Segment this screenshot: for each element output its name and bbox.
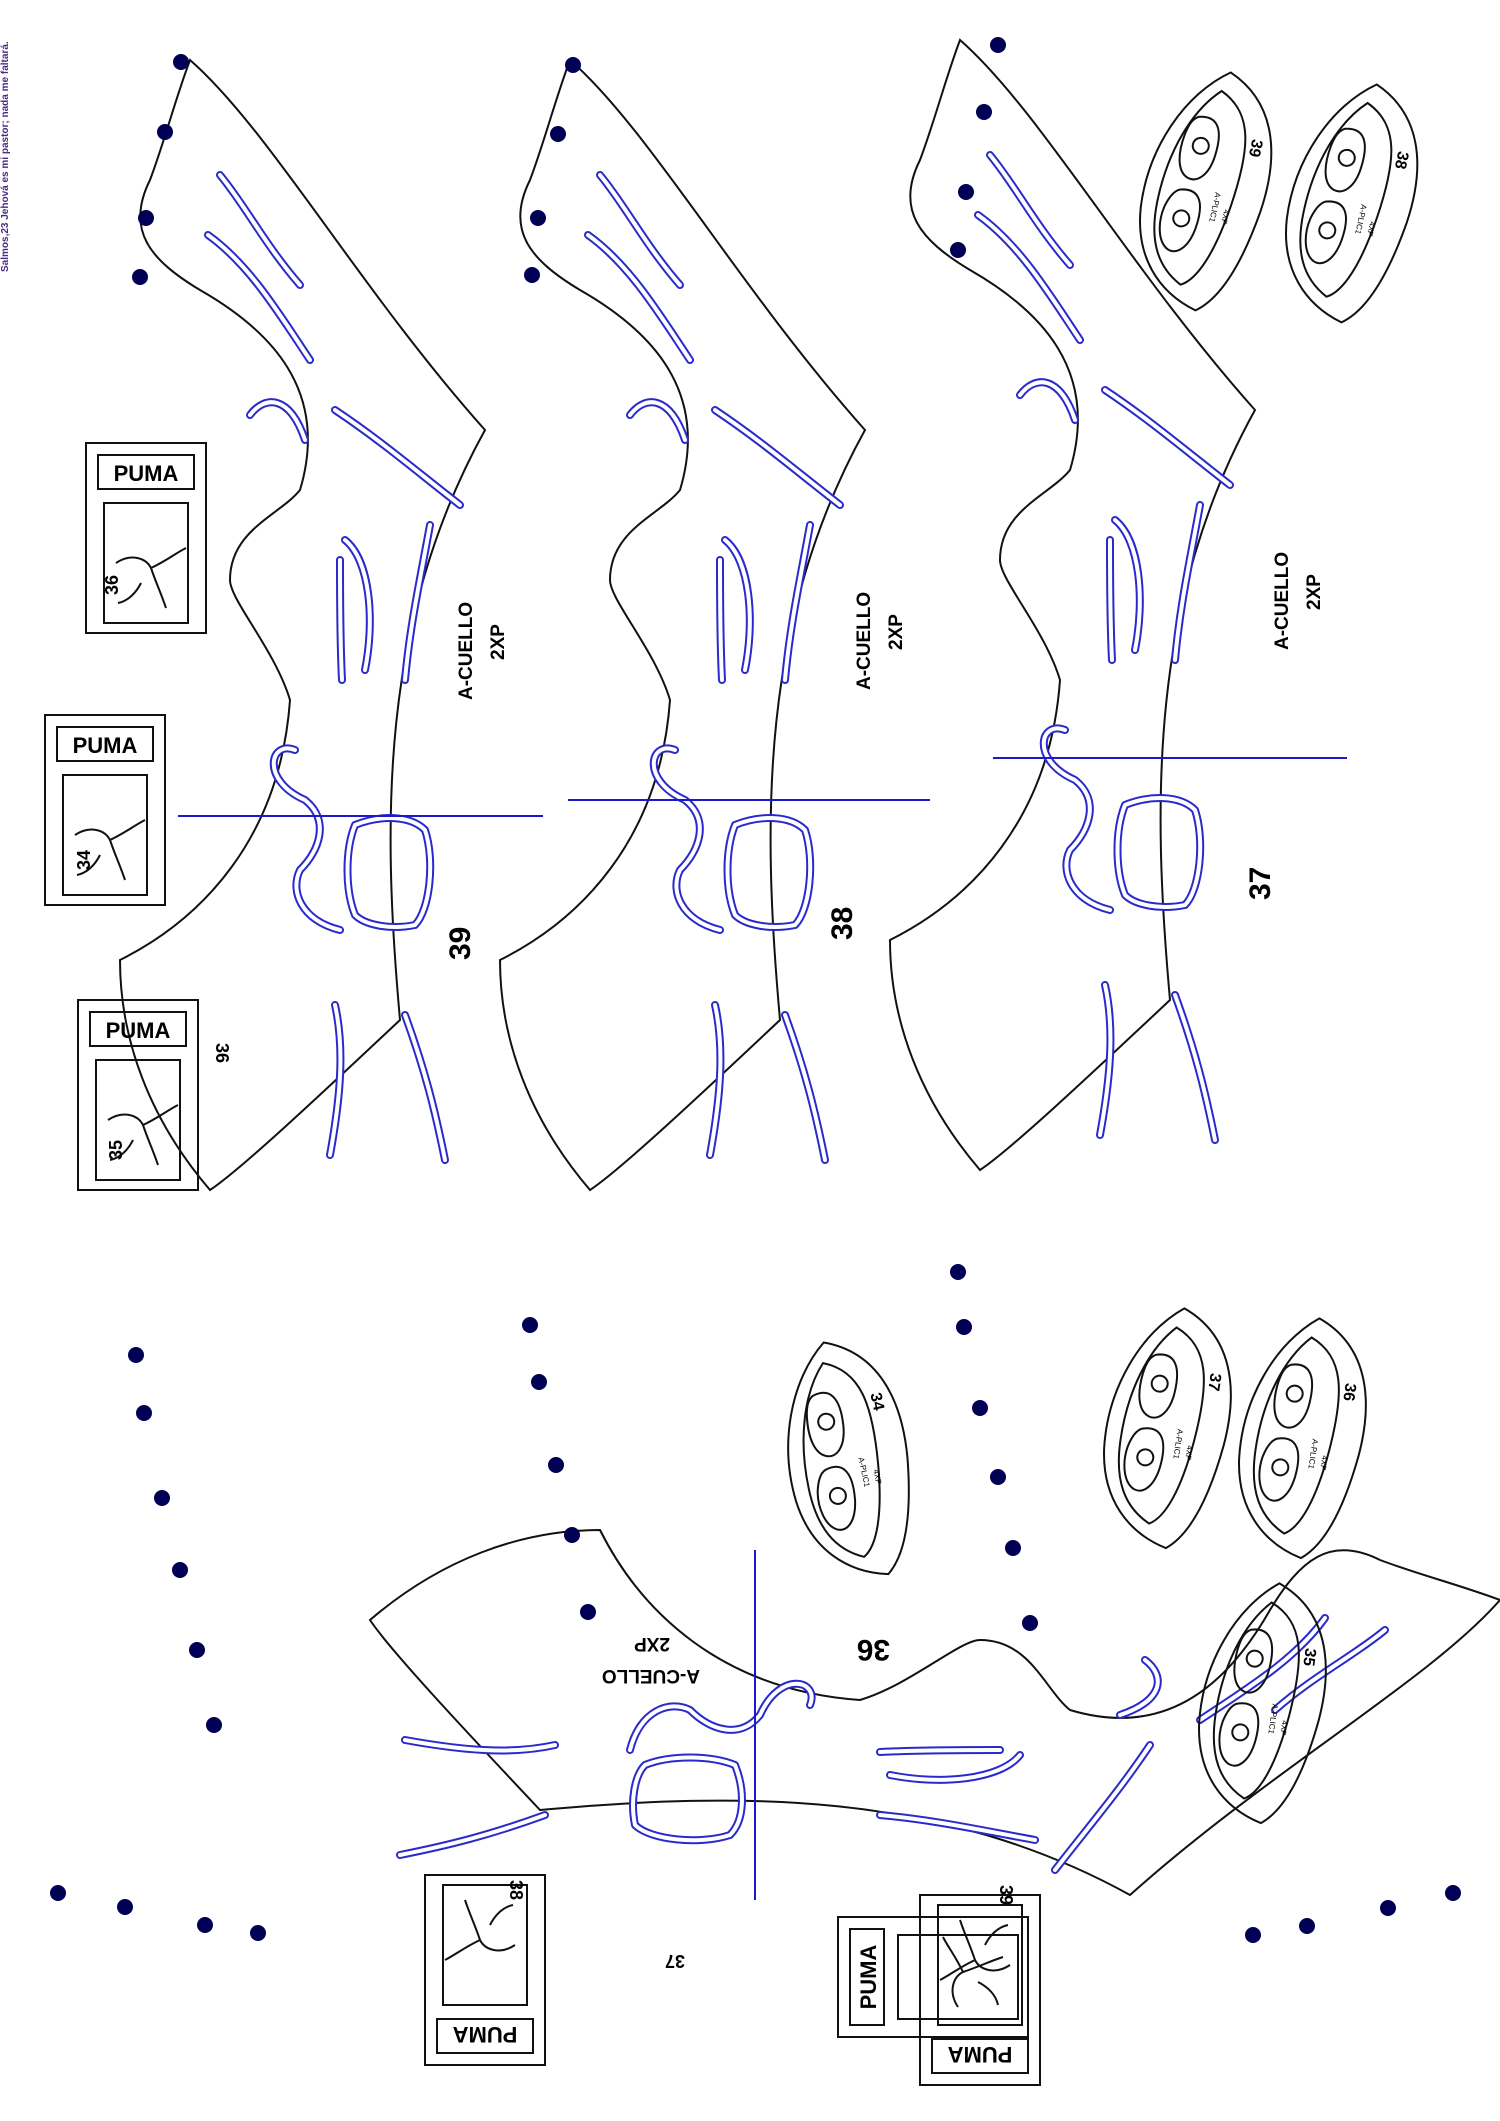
aplic-size: 39 xyxy=(1245,138,1265,159)
aplic-size: 34 xyxy=(866,1391,886,1412)
puma-label: PUMA xyxy=(424,1874,546,2066)
puma-brand: PUMA xyxy=(106,1018,171,1043)
aplic-piece: 38 A-PLIC1 4XP xyxy=(1266,70,1437,333)
aplic-size: 37 xyxy=(1204,1372,1223,1392)
aplic-qty: 4XP xyxy=(1278,1720,1289,1736)
label-size: 34 xyxy=(74,850,94,870)
puma-brand: PUMA xyxy=(73,733,138,758)
aplic-piece: 34 A-PLIC1 4XP xyxy=(763,1329,933,1591)
aplic-qty: 4XP xyxy=(871,1469,883,1486)
collar-size-number: 36 xyxy=(857,1633,890,1666)
puma-label: PUMA xyxy=(919,1894,1041,2086)
collar-part-label: A-CUELLO xyxy=(1272,552,1293,650)
aplic-qty: 4XP xyxy=(1365,221,1377,238)
collar-qty-label: 2XP xyxy=(634,1633,670,1654)
aplic-qty: 4XP xyxy=(1318,1455,1329,1471)
label-size: 37 xyxy=(665,1951,685,1971)
collar-size-number: 38 xyxy=(826,907,859,940)
collar-piece xyxy=(500,60,865,1190)
puma-brand: PUMA xyxy=(948,2042,1013,2067)
puma-brand: PUMA xyxy=(114,461,179,486)
aplic-qty: 4XP xyxy=(1219,209,1231,226)
aplic-piece: 36 A-PLIC1 4XP xyxy=(1224,1308,1380,1566)
aplic-size: 35 xyxy=(1299,1647,1318,1667)
collar-part-label: A-CUELLO xyxy=(456,602,477,700)
aplic-part: A-PLIC1 xyxy=(1306,1438,1319,1470)
collar-qty-label: 2XP xyxy=(886,614,907,650)
collar-qty-label: 2XP xyxy=(488,624,509,660)
aplic-piece: 37 A-PLIC1 4XP xyxy=(1089,1298,1245,1556)
puma-label: PUMA 36 xyxy=(85,442,232,1063)
aplic-size: 38 xyxy=(1391,150,1411,171)
registration-dots xyxy=(50,37,1461,1943)
collar-qty-label: 2XP xyxy=(1304,574,1325,610)
aplic-piece: 35 A-PLIC1 4XP xyxy=(1184,1573,1340,1831)
collar-piece xyxy=(370,1530,1500,1895)
aplic-part: A-PLIC1 xyxy=(1266,1703,1279,1735)
collar-piece xyxy=(120,60,485,1190)
label-size: 39 xyxy=(996,1885,1016,1905)
aplic-piece: 39 A-PLIC1 4XP xyxy=(1120,58,1291,321)
collar-size-number: 37 xyxy=(1244,867,1277,900)
puma-label: PUMA xyxy=(837,1916,1029,2038)
puma-brand: PUMA xyxy=(453,2022,518,2047)
label-size: 35 xyxy=(106,1140,126,1160)
puma-label: PUMA xyxy=(44,714,166,906)
label-size: 38 xyxy=(506,1880,526,1900)
aplic-part: A-PLIC1 xyxy=(856,1456,871,1488)
aplic-qty: 4XP xyxy=(1183,1445,1194,1461)
collar-part-label: A-CUELLO xyxy=(854,592,875,690)
label-size: 36 xyxy=(102,575,122,595)
puma-label: PUMA xyxy=(77,999,199,1191)
collar-size-number: 39 xyxy=(444,927,477,960)
puma-brand: PUMA xyxy=(856,1945,881,2010)
label-size: 36 xyxy=(212,1043,232,1063)
collar-part-label: A-CUELLO xyxy=(602,1665,700,1686)
aplic-size: 36 xyxy=(1339,1382,1358,1402)
aplic-part: A-PLIC1 xyxy=(1171,1428,1184,1460)
